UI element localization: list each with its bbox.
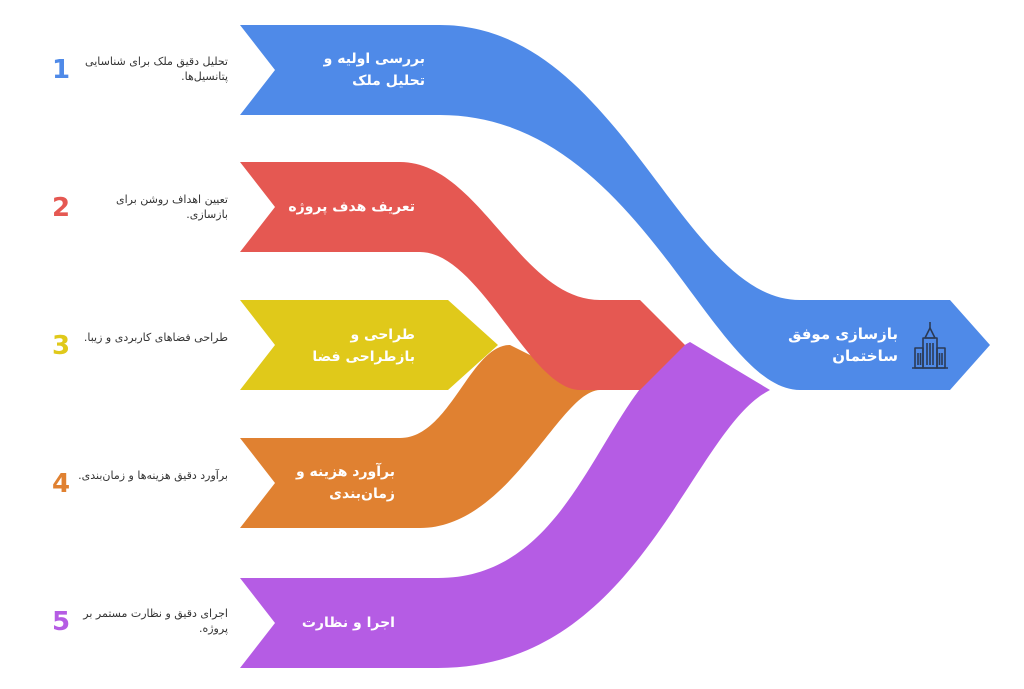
step-number-1: 1 bbox=[51, 55, 71, 85]
step-description-2: تعیین اهداف روشن برای بازسازی. bbox=[116, 193, 228, 221]
stage-band-4 bbox=[240, 345, 600, 528]
step-number-5: 5 bbox=[51, 607, 71, 637]
stage-title-2: تعریف هدف پروژه bbox=[288, 199, 415, 215]
step-description-3: طراحی فضاهای کاربردی و زیبا. bbox=[83, 331, 228, 344]
step-number-4: 4 bbox=[51, 469, 71, 499]
stage-band-5 bbox=[240, 342, 770, 668]
stage-title-1: بررسی اولیه و تحلیل ملک bbox=[323, 51, 425, 89]
step-number-2: 2 bbox=[51, 193, 71, 223]
stage-band-3 bbox=[240, 300, 498, 390]
goal-title: بازسازی موفق ساختمان bbox=[788, 325, 898, 365]
stage-title-4: برآورد هزینه و زمان‌بندی bbox=[295, 464, 395, 502]
step-description-4: برآورد دقیق هزینه‌ها و زمان‌بندی. bbox=[78, 469, 228, 482]
step-description-5: اجرای دقیق و نظارت مستمر بر پروژه. bbox=[83, 607, 228, 635]
stage-title-5: اجرا و نظارت bbox=[301, 615, 395, 631]
step-number-3: 3 bbox=[51, 331, 71, 361]
skyscraper-icon bbox=[912, 322, 948, 369]
stage-band-2 bbox=[240, 162, 685, 390]
step-description-1: تحلیل دقیق ملک برای شناسایی پتانسیل‌ها. bbox=[85, 55, 228, 83]
stage-title-3: طراحی و بازطراحی فضا bbox=[312, 327, 415, 365]
